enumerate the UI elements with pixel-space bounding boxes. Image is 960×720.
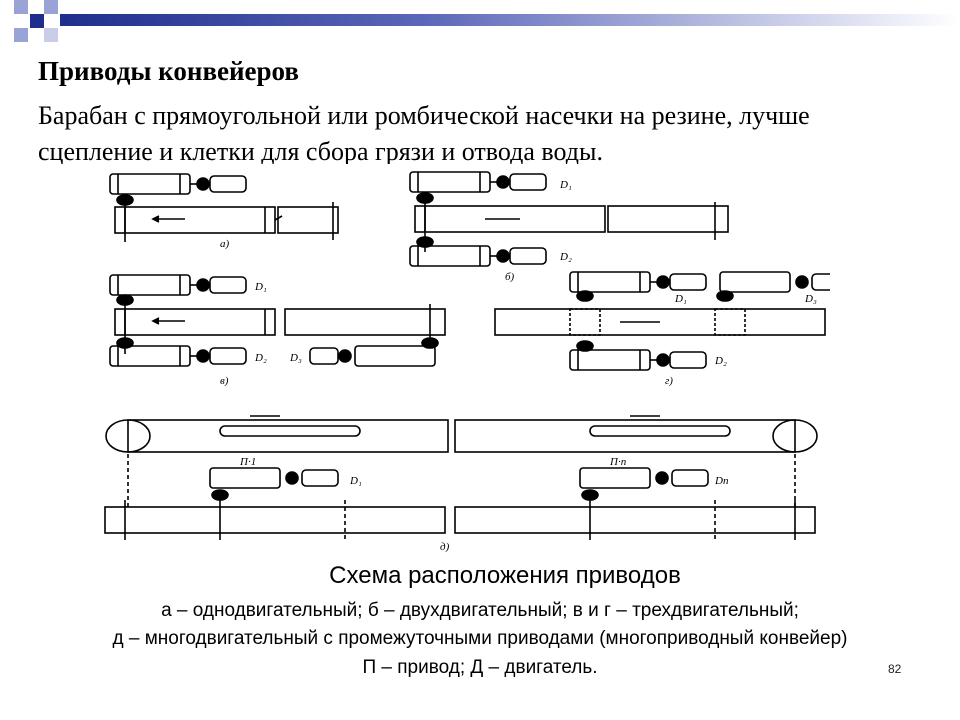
slide-title: Приводы конвейеров	[38, 56, 299, 86]
scheme-a: а)	[109, 173, 339, 250]
deco-square	[44, 28, 58, 42]
deco-square	[44, 0, 58, 14]
label-v: в)	[220, 375, 229, 387]
scheme-b: D₁ D₂ б)	[409, 171, 729, 283]
label-D2-g: D₂	[714, 355, 727, 367]
header-band	[60, 14, 960, 26]
label-D1-v: D₁	[254, 281, 267, 293]
figure-caption-title: Схема расположения приводов	[329, 562, 681, 589]
deco-square	[14, 0, 28, 14]
label-D3-g: D₃	[804, 293, 817, 305]
figure-caption-line1: а – однодвигательный; б – двухдвигательн…	[161, 600, 799, 621]
label-P1: П·1	[239, 456, 256, 468]
label-D2-b: D₂	[559, 251, 572, 263]
scheme-g: D₁ D₃ D₂ г)	[494, 271, 830, 387]
scheme-d: П·1 D₁ П·п Dп д)	[104, 415, 818, 553]
conveyor-drive-diagram: а) D₁ D₂ б) D₁ D₂ D₃ в)	[104, 171, 830, 553]
label-D2-v: D₂	[254, 352, 267, 364]
page-number: 82	[888, 662, 902, 676]
slide-subtitle: Барабан с прямоугольной или ромбической …	[38, 101, 810, 164]
scheme-v: D₁ D₂ D₃ в)	[109, 274, 446, 387]
label-Pn: П·п	[609, 456, 627, 468]
label-D1-d: D₁	[349, 475, 362, 487]
label-Dn: Dп	[714, 475, 729, 487]
label-a: а)	[220, 238, 230, 250]
figure-caption-line3: П – привод; Д – двигатель.	[362, 657, 598, 678]
header-decoration	[0, 0, 960, 42]
label-d: д)	[440, 541, 450, 553]
label-b: б)	[505, 271, 515, 283]
deco-square	[30, 14, 44, 28]
label-D1-b: D₁	[559, 179, 572, 191]
label-D1-g: D₁	[674, 293, 687, 305]
label-D3-v: D₃	[289, 352, 302, 364]
deco-square	[14, 28, 28, 42]
figure-caption-line2: д – многодвигательный с промежуточными п…	[112, 628, 848, 649]
label-g: г)	[665, 375, 673, 387]
